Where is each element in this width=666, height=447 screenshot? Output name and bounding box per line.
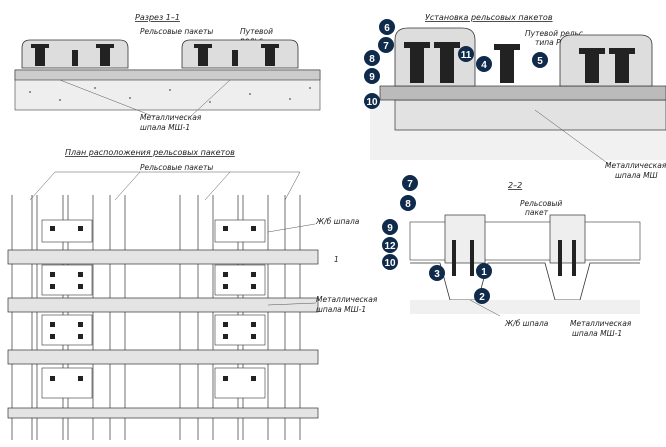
rail-label-1: Путевой	[240, 27, 273, 36]
plan-sleeper-label-1: Металлическая	[316, 295, 378, 304]
install-marker-4: 4	[476, 56, 492, 72]
plan-sleeper-leader	[267, 302, 317, 306]
svg-text:10: 10	[366, 97, 378, 108]
install-marker-8: 8	[364, 50, 380, 66]
ballast-texture	[29, 87, 311, 103]
base-plate	[379, 85, 666, 101]
s22-marker-3: 3	[429, 265, 445, 281]
plan-leader-2	[114, 171, 141, 201]
svg-text:5: 5	[537, 56, 543, 67]
install-rails	[404, 42, 635, 83]
install-rail-label-2: типа Р65	[535, 38, 570, 47]
s22-sleeper-label-2: шпала МШ-1	[572, 329, 622, 338]
plan-leader-4	[284, 171, 301, 201]
svg-text:9: 9	[387, 223, 393, 234]
s22-packet-label-2: пакет	[525, 208, 549, 217]
svg-text:6: 6	[384, 23, 390, 34]
s22-bolts	[452, 240, 576, 276]
install-marker-7: 7	[378, 37, 394, 53]
installation-title: Установка рельсовых пакетов	[425, 13, 553, 22]
svg-text:11: 11	[461, 50, 472, 61]
sleeper-bar	[14, 69, 321, 81]
plan-cut-mark: 1	[334, 255, 339, 264]
section-1-1: Разрез 1–1 Рельсовые пакеты Путевой рель…	[14, 13, 321, 132]
s22-sleeper-label-1: Металлическая	[570, 319, 632, 328]
svg-text:4: 4	[481, 60, 487, 71]
s22-marker-1: 1	[476, 263, 492, 279]
install-marker-6: 6	[379, 19, 395, 35]
s22-rc-label: Ж/б шпала	[504, 319, 549, 328]
section-2-2-title: 2–2	[508, 181, 522, 190]
s22-rc-leader	[469, 299, 501, 317]
s22-marker-12: 12	[382, 237, 398, 253]
svg-text:1: 1	[481, 267, 487, 278]
svg-text:12: 12	[384, 241, 396, 252]
sleeper-label-2: шпала МШ-1	[140, 123, 190, 132]
plan-pads	[41, 219, 266, 399]
plan-leader-1	[29, 171, 56, 201]
plan-rc-leader	[267, 223, 316, 233]
install-sleeper-label-2: шпала МШ	[615, 171, 658, 180]
plan-sleeper-label-2: шпала МШ-1	[316, 305, 366, 314]
packets-label: Рельсовые пакеты	[140, 27, 213, 36]
s22-block-left	[444, 214, 486, 264]
install-marker-5: 5	[532, 52, 548, 68]
s22-packet-frame	[409, 221, 641, 261]
plan-view: План расположения рельсовых пакетов Рель…	[7, 148, 378, 440]
plan-bolts	[50, 226, 256, 381]
plan-title: План расположения рельсовых пакетов	[65, 148, 235, 157]
plan-leader-3	[204, 171, 231, 201]
install-marker-9: 9	[364, 68, 380, 84]
s22-marker-8: 8	[400, 195, 416, 211]
s22-packet-label-1: Рельсовый	[520, 199, 562, 208]
s22-marker-9: 9	[382, 219, 398, 235]
s22-marker-7: 7	[402, 175, 418, 191]
svg-text:3: 3	[434, 269, 440, 280]
install-rail-label-1: Путевой рельс	[525, 29, 584, 38]
install-sleeper-label-1: Металлическая	[605, 161, 666, 170]
plan-rc-label: Ж/б шпала	[315, 217, 360, 226]
svg-text:10: 10	[384, 258, 396, 269]
svg-text:7: 7	[383, 41, 389, 52]
install-marker-11: 11	[458, 46, 474, 62]
s22-marker-2: 2	[474, 288, 490, 304]
leader-sleeper-1	[59, 79, 156, 118]
svg-text:7: 7	[407, 179, 413, 190]
s22-sleeper-profile	[410, 262, 640, 301]
svg-text:8: 8	[369, 54, 375, 65]
section-1-1-title: Разрез 1–1	[135, 13, 180, 22]
s22-ground	[410, 300, 640, 314]
svg-text:8: 8	[405, 199, 411, 210]
s22-block-right	[549, 214, 586, 264]
leader-sleeper-2	[189, 79, 231, 118]
rails-section-1-1	[31, 44, 279, 66]
install-packet-right	[559, 34, 653, 87]
plan-packets-label: Рельсовые пакеты	[140, 163, 213, 172]
install-sleeper	[394, 99, 666, 131]
plan-sleepers	[7, 249, 319, 419]
svg-text:9: 9	[369, 72, 375, 83]
svg-text:2: 2	[479, 292, 485, 303]
installation-view: Установка рельсовых пакетов Путевой рель…	[364, 13, 666, 180]
s22-marker-10: 10	[382, 254, 398, 270]
install-leader	[534, 109, 611, 166]
sleeper-label-1: Металлическая	[140, 113, 202, 122]
install-marker-10: 10	[364, 93, 380, 109]
section-2-2: 2–2 Рельсовый пакет Ж/б шпала Металличес…	[382, 175, 641, 338]
